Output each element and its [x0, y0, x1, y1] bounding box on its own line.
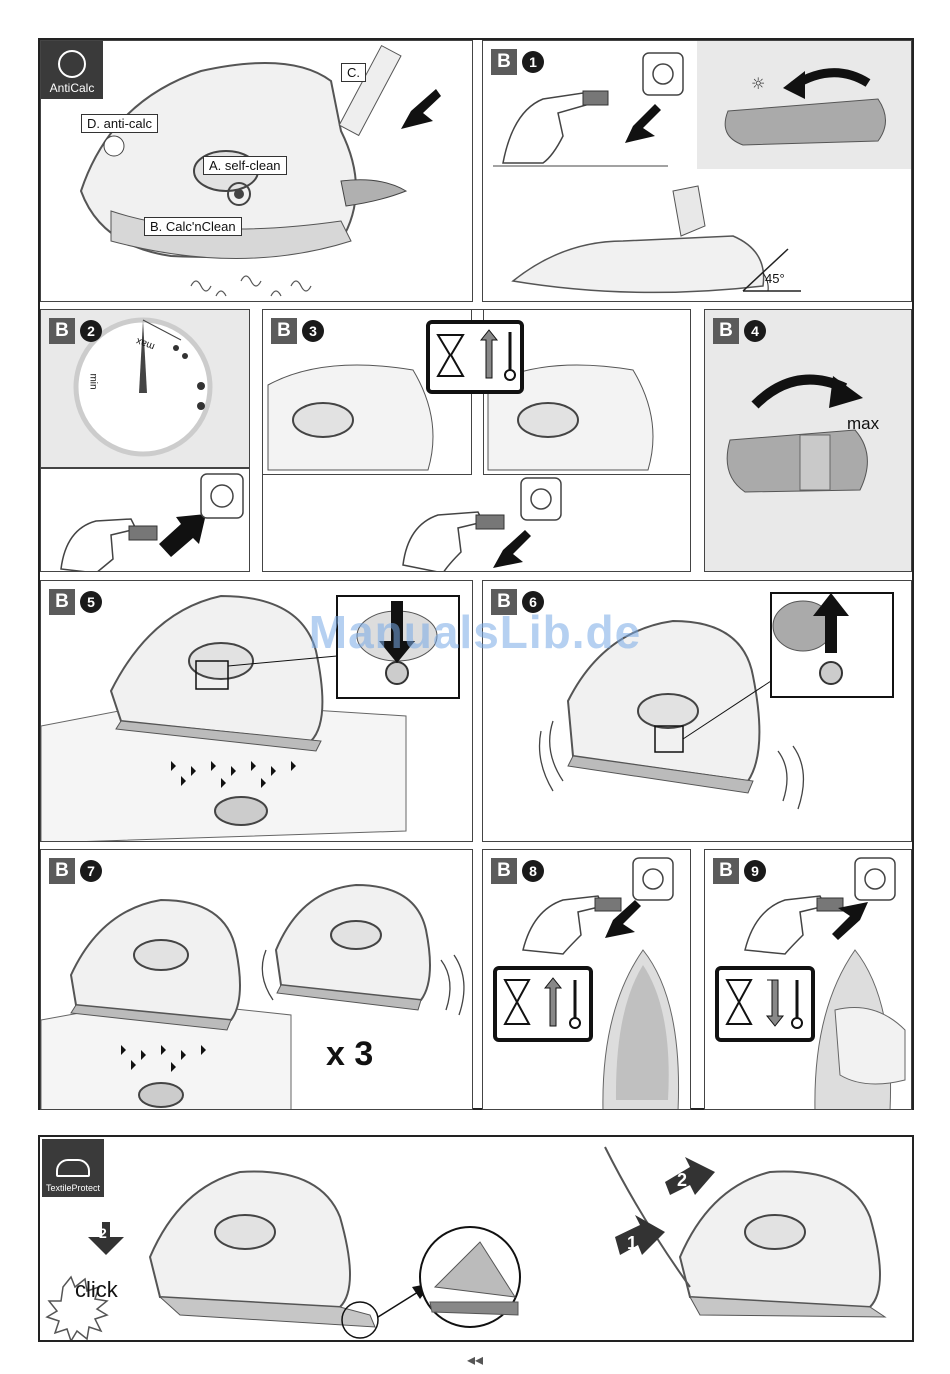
panel-step-b3: B 3 [262, 309, 691, 572]
step8-illustration [483, 850, 691, 1110]
step-number: 2 [80, 320, 102, 342]
step-b1-label: B 1 [491, 49, 544, 75]
repeat-x3-label: x 3 [326, 1035, 373, 1074]
step3-illustration [263, 310, 691, 572]
panel-anticalc-overview: AntiCalc C. D. anti-calc A. self-clean B… [40, 40, 473, 302]
step7-illustration [41, 850, 473, 1110]
step1-illustration: ☼ [483, 41, 912, 302]
dial-min-label: min [88, 373, 99, 389]
callout-a-self-clean: A. self-clean [203, 156, 287, 175]
step-b8-label: B 8 [491, 858, 544, 884]
step-letter: B [713, 858, 739, 884]
step-b3-label: B 3 [271, 318, 324, 344]
panel-step-b8: B 8 [482, 849, 691, 1110]
step-letter: B [49, 858, 75, 884]
svg-text:☼: ☼ [751, 74, 765, 93]
anticalc-badge: AntiCalc [41, 41, 103, 99]
page-nav-arrows[interactable]: ◂◂ [0, 1350, 950, 1370]
step-letter: B [271, 318, 297, 344]
step-b4-label: B 4 [713, 318, 766, 344]
panel-step-b1: ☼ B 1 45° [482, 40, 912, 302]
watermark: ManualsLib.de [0, 605, 950, 659]
step-number: 9 [744, 860, 766, 882]
step-number: 1 [522, 51, 544, 73]
step-letter: B [49, 318, 75, 344]
textile-protect-badge: TextileProtect [42, 1139, 104, 1197]
step-number: 7 [80, 860, 102, 882]
anticalc-icon [58, 50, 86, 78]
step-number: 4 [744, 320, 766, 342]
step-number: 3 [302, 320, 324, 342]
step-b2-label: B 2 [49, 318, 102, 344]
arrow-number-1-right: 1 [627, 1233, 637, 1254]
arrow-number-2-left: 2 [99, 1225, 107, 1241]
panel-step-b7: B 7 x 3 [40, 849, 473, 1110]
click-label: click [75, 1277, 118, 1303]
textile-protect-illustration [40, 1137, 912, 1340]
plug-in-illustration [41, 469, 250, 572]
step-number: 8 [522, 860, 544, 882]
callout-b-calcnclean: B. Calc'nClean [144, 217, 242, 236]
step-b9-label: B 9 [713, 858, 766, 884]
step-letter: B [713, 318, 739, 344]
step-letter: B [491, 858, 517, 884]
textile-protect-frame: TextileProtect 2 click 1 2 [38, 1135, 914, 1342]
callout-c: C. [341, 63, 366, 82]
panel-step-b2-plug [40, 468, 250, 572]
step9-illustration [705, 850, 912, 1110]
arrow-number-2-right: 2 [677, 1170, 687, 1191]
step-b7-label: B 7 [49, 858, 102, 884]
callout-d-anti-calc: D. anti-calc [81, 114, 158, 133]
step4-illustration [705, 310, 912, 572]
panel-step-b9: B 9 [704, 849, 912, 1110]
max-label: max [847, 414, 879, 434]
panel-step-b4: B 4 max [704, 309, 912, 572]
step-letter: B [491, 49, 517, 75]
angle-label: 45° [765, 271, 785, 286]
iron-soleplate-icon [56, 1159, 90, 1177]
panel-step-b2: B 2 max min [40, 309, 250, 468]
